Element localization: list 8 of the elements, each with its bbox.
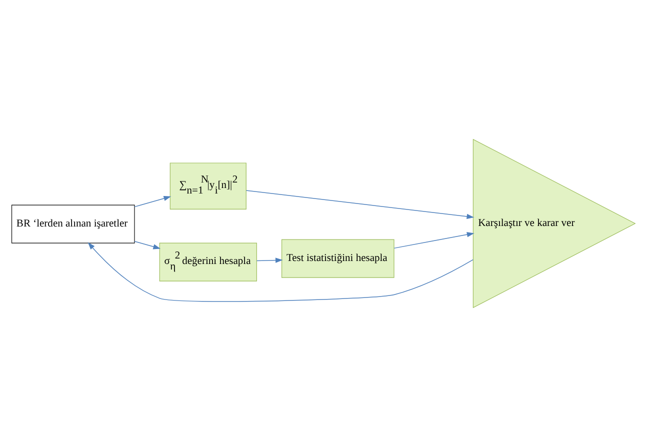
arrow <box>134 196 172 208</box>
arrow <box>246 190 474 220</box>
node-box: BR ‘lerden alınan işaretler <box>11 204 135 244</box>
arrow <box>88 242 474 302</box>
arrow <box>394 232 474 249</box>
arrow <box>134 240 161 250</box>
node-box: Test istatistiğini hesapla <box>282 239 394 278</box>
arrow <box>256 258 283 263</box>
